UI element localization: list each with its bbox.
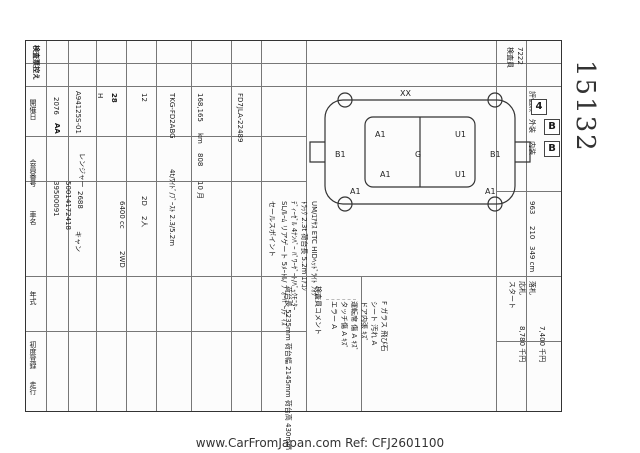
cargo-dims: 荷台長 5235mm 荷台幅 2145mm 荷台高 430mm [284,286,292,451]
id-number: 50014172418 [64,181,72,230]
divider [496,41,497,411]
vehicle-name: レンジャー [78,153,86,188]
wheel [487,92,503,108]
row-line [496,191,561,192]
row-line [26,181,306,182]
price-label: スタート [508,281,516,309]
overall-score: 4 [531,99,547,115]
label-member: 会員番号 [29,159,37,187]
report-line: エラー A [330,301,338,330]
report-line: シート 汚れ A [370,301,378,346]
bumper [515,141,531,163]
row-line [26,276,561,277]
price-sold: 7,400 千円 [538,326,546,363]
damage-tag: U1 [455,130,466,139]
report-title: 検査員コメント [314,286,322,335]
label-mileage: 走行 [29,381,37,395]
damage-tag: A1 [350,187,361,196]
wheel [337,92,353,108]
wheel [337,196,353,212]
body-size: 4t/ﾜｲﾄﾞ/ﾌﾞｰｽﾄ 2.3/5.2m [168,169,176,247]
id-number: 2688 [76,191,84,209]
chassis-number: FD7JLA-22489 [236,93,244,143]
label-name: 車名 [29,211,37,225]
report-line: タッチ傷 A ｷｽﾞ [340,301,348,349]
divider [156,41,157,411]
price-start: 8,780 千円 [518,326,526,363]
engine: 808 [196,153,204,167]
damage-tag: A1 [375,130,386,139]
lot-number: 2076 [52,97,60,115]
price-label: 落札 [528,281,536,295]
mileage: 168,165 [196,93,204,122]
row-line [26,136,306,137]
member-number: A94125S-01 [74,91,82,134]
inspector-number: 7222 [516,47,524,65]
notes-title: セールスポイント [268,201,276,257]
divider [361,276,362,411]
damage-tag: A1 [380,170,391,179]
damage-diagram: XX A1 U1 B1 G A1 B1 U1 A1 A1 [309,89,531,212]
body-outline [324,99,516,205]
damage-tag: G [415,150,421,159]
mileage-unit: km [196,133,204,144]
divider [46,41,47,411]
report-line: 運転席 傷 A ｷｽﾞ [350,301,358,351]
damage-tag: XX [400,89,411,98]
damage-tag: B1 [490,150,501,159]
region: 10 月 [196,181,204,200]
label-first-reg: 初度登録 [29,341,37,369]
inspector-label: 検査員 [506,47,514,68]
price-label: 応札 [518,281,526,295]
row-line [496,341,561,342]
report-line: F ガラス 飛び石 [380,301,388,352]
divider [526,41,527,411]
reg-month: 12 [140,93,148,102]
row-line [26,86,561,87]
divider [231,41,232,411]
exterior-score: B [544,119,560,135]
divider [126,41,127,411]
doors: 2D [140,196,148,206]
divider [96,41,97,411]
interior-score: B [544,141,560,157]
label-date: 開催日 [29,99,37,120]
dash-line [326,299,356,300]
id-number: 39500091 [52,181,60,217]
damage-tag: U1 [455,170,466,179]
sheet-title: 検査票控え [32,45,40,80]
bumper [309,141,325,163]
wheel [487,196,503,212]
divider [261,41,262,411]
measure: 210 [528,226,536,240]
label-year: 年式 [29,291,37,305]
inspection-sheet: 検査票控え 開催日 会員番号 車名 年式 初度登録 走行 2076 AA A94… [25,40,562,450]
report-line: ドア内張 ｷｽﾞ [360,301,368,342]
divider [68,41,69,411]
divider [191,41,192,411]
cab-type: キャン [74,231,82,252]
model-year: 28 [110,93,118,103]
year-era: H [96,93,104,99]
row-line [26,63,561,64]
damage-tag: A1 [485,187,496,196]
handwritten-number: 15132 [570,60,600,153]
watermark-footer: www.CarFromJapan.com Ref: CFJ2601100 [195,436,445,450]
model-code: TKG-FD2ABG [168,93,176,139]
divider [306,41,307,411]
drive: 2WD [118,251,126,268]
displacement: 6400 cc [118,201,126,229]
damage-tag: B1 [335,150,346,159]
measure: 349 cm [528,246,536,273]
seats: 2人 [140,216,148,228]
row-line [26,331,306,332]
grade-code: AA [53,123,61,134]
